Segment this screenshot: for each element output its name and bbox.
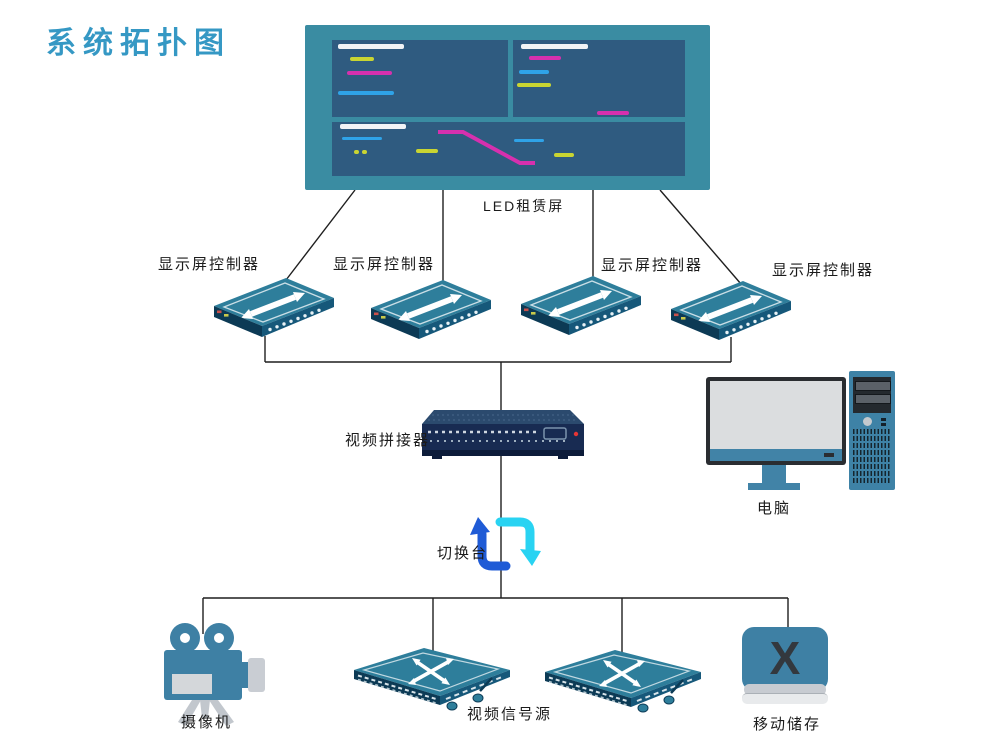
display-controller-1 — [208, 274, 338, 344]
controller-label-2: 显示屏控制器 — [333, 256, 436, 273]
storage-body — [742, 627, 828, 691]
video-source-2 — [543, 646, 703, 716]
camera-device — [158, 618, 268, 728]
led-screen-label: LED租赁屏 — [483, 198, 565, 214]
display-controller-2 — [365, 276, 495, 346]
mobile-storage-device: X — [742, 627, 828, 705]
drive-bay — [855, 381, 891, 391]
mobile-storage-label: 移动储存 — [753, 716, 822, 733]
tower-led-marks — [881, 418, 886, 421]
storage-base-layer — [742, 693, 828, 704]
computer-monitor — [706, 377, 846, 465]
swap-arrows-icon — [470, 517, 541, 571]
led-screen-graphic — [305, 25, 710, 190]
video-splicer-label: 视频拼接器 — [345, 432, 431, 449]
monitor-stand-base — [748, 483, 800, 490]
router-icon — [354, 648, 510, 711]
switch-icon — [521, 276, 641, 335]
controller-label-4: 显示屏控制器 — [772, 262, 875, 279]
switch-icon — [371, 280, 491, 339]
tower-vent-grill — [853, 429, 891, 483]
monitor-power-dash — [824, 453, 834, 457]
video-source-label: 视频信号源 — [467, 706, 553, 723]
tower-drive-bays — [853, 377, 891, 413]
monitor-stand-neck — [762, 465, 786, 485]
monitor-screen — [710, 381, 842, 449]
router-icon — [545, 650, 701, 713]
video-source-1 — [352, 644, 512, 714]
switch-icon — [671, 281, 791, 340]
controller-label-1: 显示屏控制器 — [158, 256, 261, 273]
switcher-device — [466, 512, 544, 576]
storage-x-icon: X — [769, 632, 801, 684]
display-controller-3 — [515, 272, 645, 342]
camera-icon — [164, 623, 265, 726]
display-controller-4 — [665, 277, 795, 347]
controller-label-3: 显示屏控制器 — [601, 257, 704, 274]
tower-power-button-icon — [863, 417, 872, 426]
splicer-icon — [422, 410, 584, 459]
switcher-label: 切换台 — [437, 545, 489, 562]
switch-icon — [214, 278, 334, 337]
drive-bay — [855, 394, 891, 404]
video-splicer-device — [418, 408, 588, 463]
led-screen-device — [305, 25, 710, 190]
camera-label: 摄像机 — [181, 714, 233, 731]
monitor-chin — [710, 449, 842, 461]
computer-label: 电脑 — [757, 500, 792, 517]
storage-base-layer — [744, 684, 826, 695]
computer-tower — [849, 371, 895, 490]
page-title: 系统拓扑图 — [46, 27, 231, 60]
